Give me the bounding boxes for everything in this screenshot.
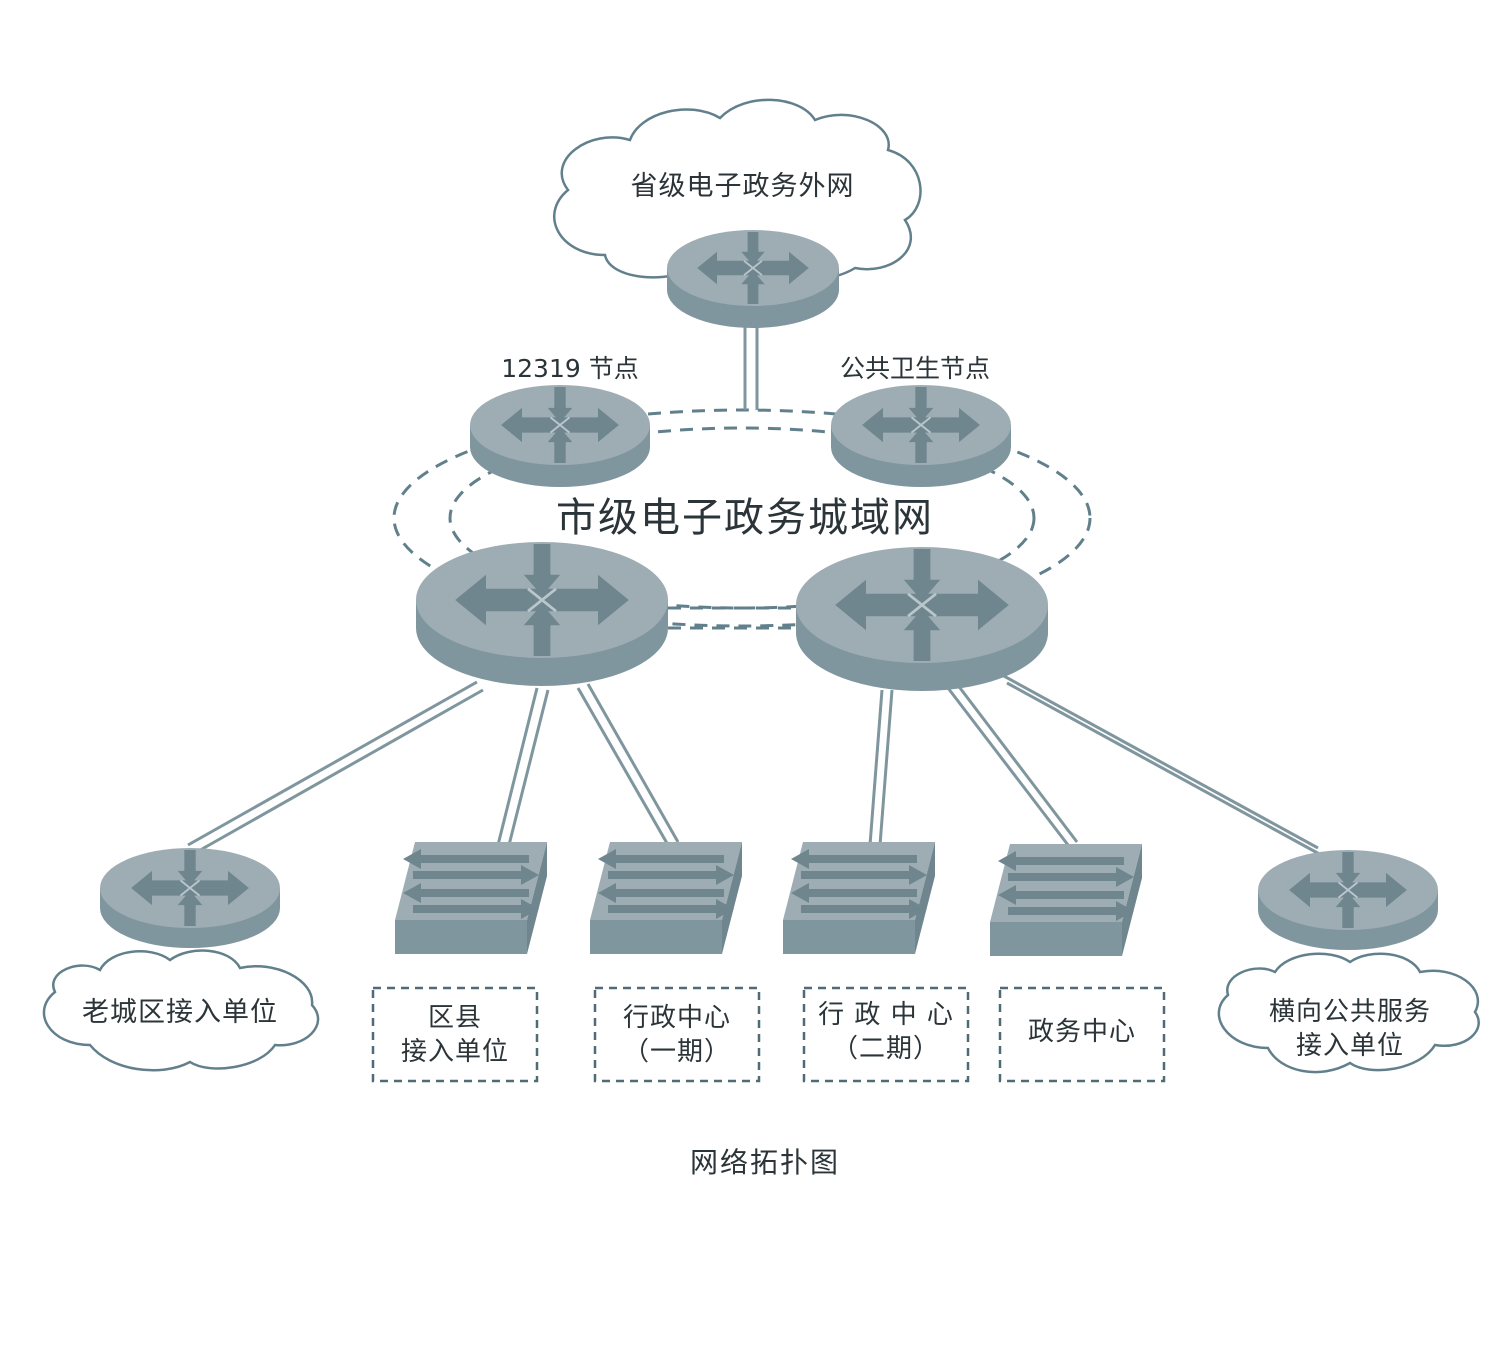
core-interlink bbox=[668, 606, 795, 630]
lateral-cloud bbox=[1217, 952, 1480, 1074]
metro-ring-inner bbox=[448, 426, 1036, 610]
box-admin-center-2-line1: 行 政 中 心 bbox=[818, 1000, 954, 1030]
box-gov-center-line1: 政务中心 bbox=[1027, 1017, 1136, 1047]
box-district-line1: 区县 bbox=[427, 1003, 482, 1033]
switch-gov-center bbox=[990, 844, 1142, 956]
router-12319 bbox=[470, 385, 650, 487]
core-router-left bbox=[416, 542, 668, 686]
old-city-cloud bbox=[42, 949, 320, 1072]
node-public-health-label: 公共卫生节点 bbox=[839, 354, 990, 383]
lateral-cloud-line1: 横向公共服务 bbox=[1268, 997, 1431, 1027]
label-boxes bbox=[371, 986, 1166, 1083]
core-router-right bbox=[796, 547, 1048, 691]
box-admin-center-2-label: 行 政 中 心 （二期） bbox=[804, 998, 968, 1066]
lateral-cloud-line2: 接入单位 bbox=[1295, 1031, 1404, 1061]
router-public-health bbox=[831, 385, 1011, 487]
router-lateral bbox=[1258, 850, 1438, 950]
diagram-caption: 网络拓扑图 bbox=[689, 1146, 840, 1179]
switch-admin-center-1 bbox=[590, 842, 742, 954]
switch-admin-center-2 bbox=[783, 842, 935, 954]
box-admin-center-1-line1: 行政中心 bbox=[622, 1003, 731, 1033]
old-city-cloud-label: 老城区接入单位 bbox=[82, 997, 278, 1028]
switch-district bbox=[395, 842, 547, 954]
links bbox=[187, 325, 1324, 858]
box-admin-center-1-line2: （一期） bbox=[622, 1037, 731, 1067]
metro-ring-outer bbox=[392, 408, 1092, 628]
node-12319-label: 12319 节点 bbox=[501, 354, 639, 383]
top-cloud-label: 省级电子政务外网 bbox=[630, 171, 855, 202]
box-admin-center-1-label: 行政中心 （一期） bbox=[595, 1001, 759, 1069]
lateral-cloud-label: 横向公共服务 接入单位 bbox=[1250, 995, 1450, 1063]
box-district-label: 区县 接入单位 bbox=[373, 1001, 537, 1069]
box-district-line2: 接入单位 bbox=[400, 1037, 509, 1067]
metro-network-label: 市级电子政务城域网 bbox=[556, 495, 934, 541]
box-admin-center-2-line2: （二期） bbox=[831, 1034, 940, 1064]
router-old-city bbox=[100, 848, 280, 948]
top-router bbox=[667, 230, 839, 328]
box-gov-center-label: 政务中心 bbox=[1000, 1015, 1164, 1049]
